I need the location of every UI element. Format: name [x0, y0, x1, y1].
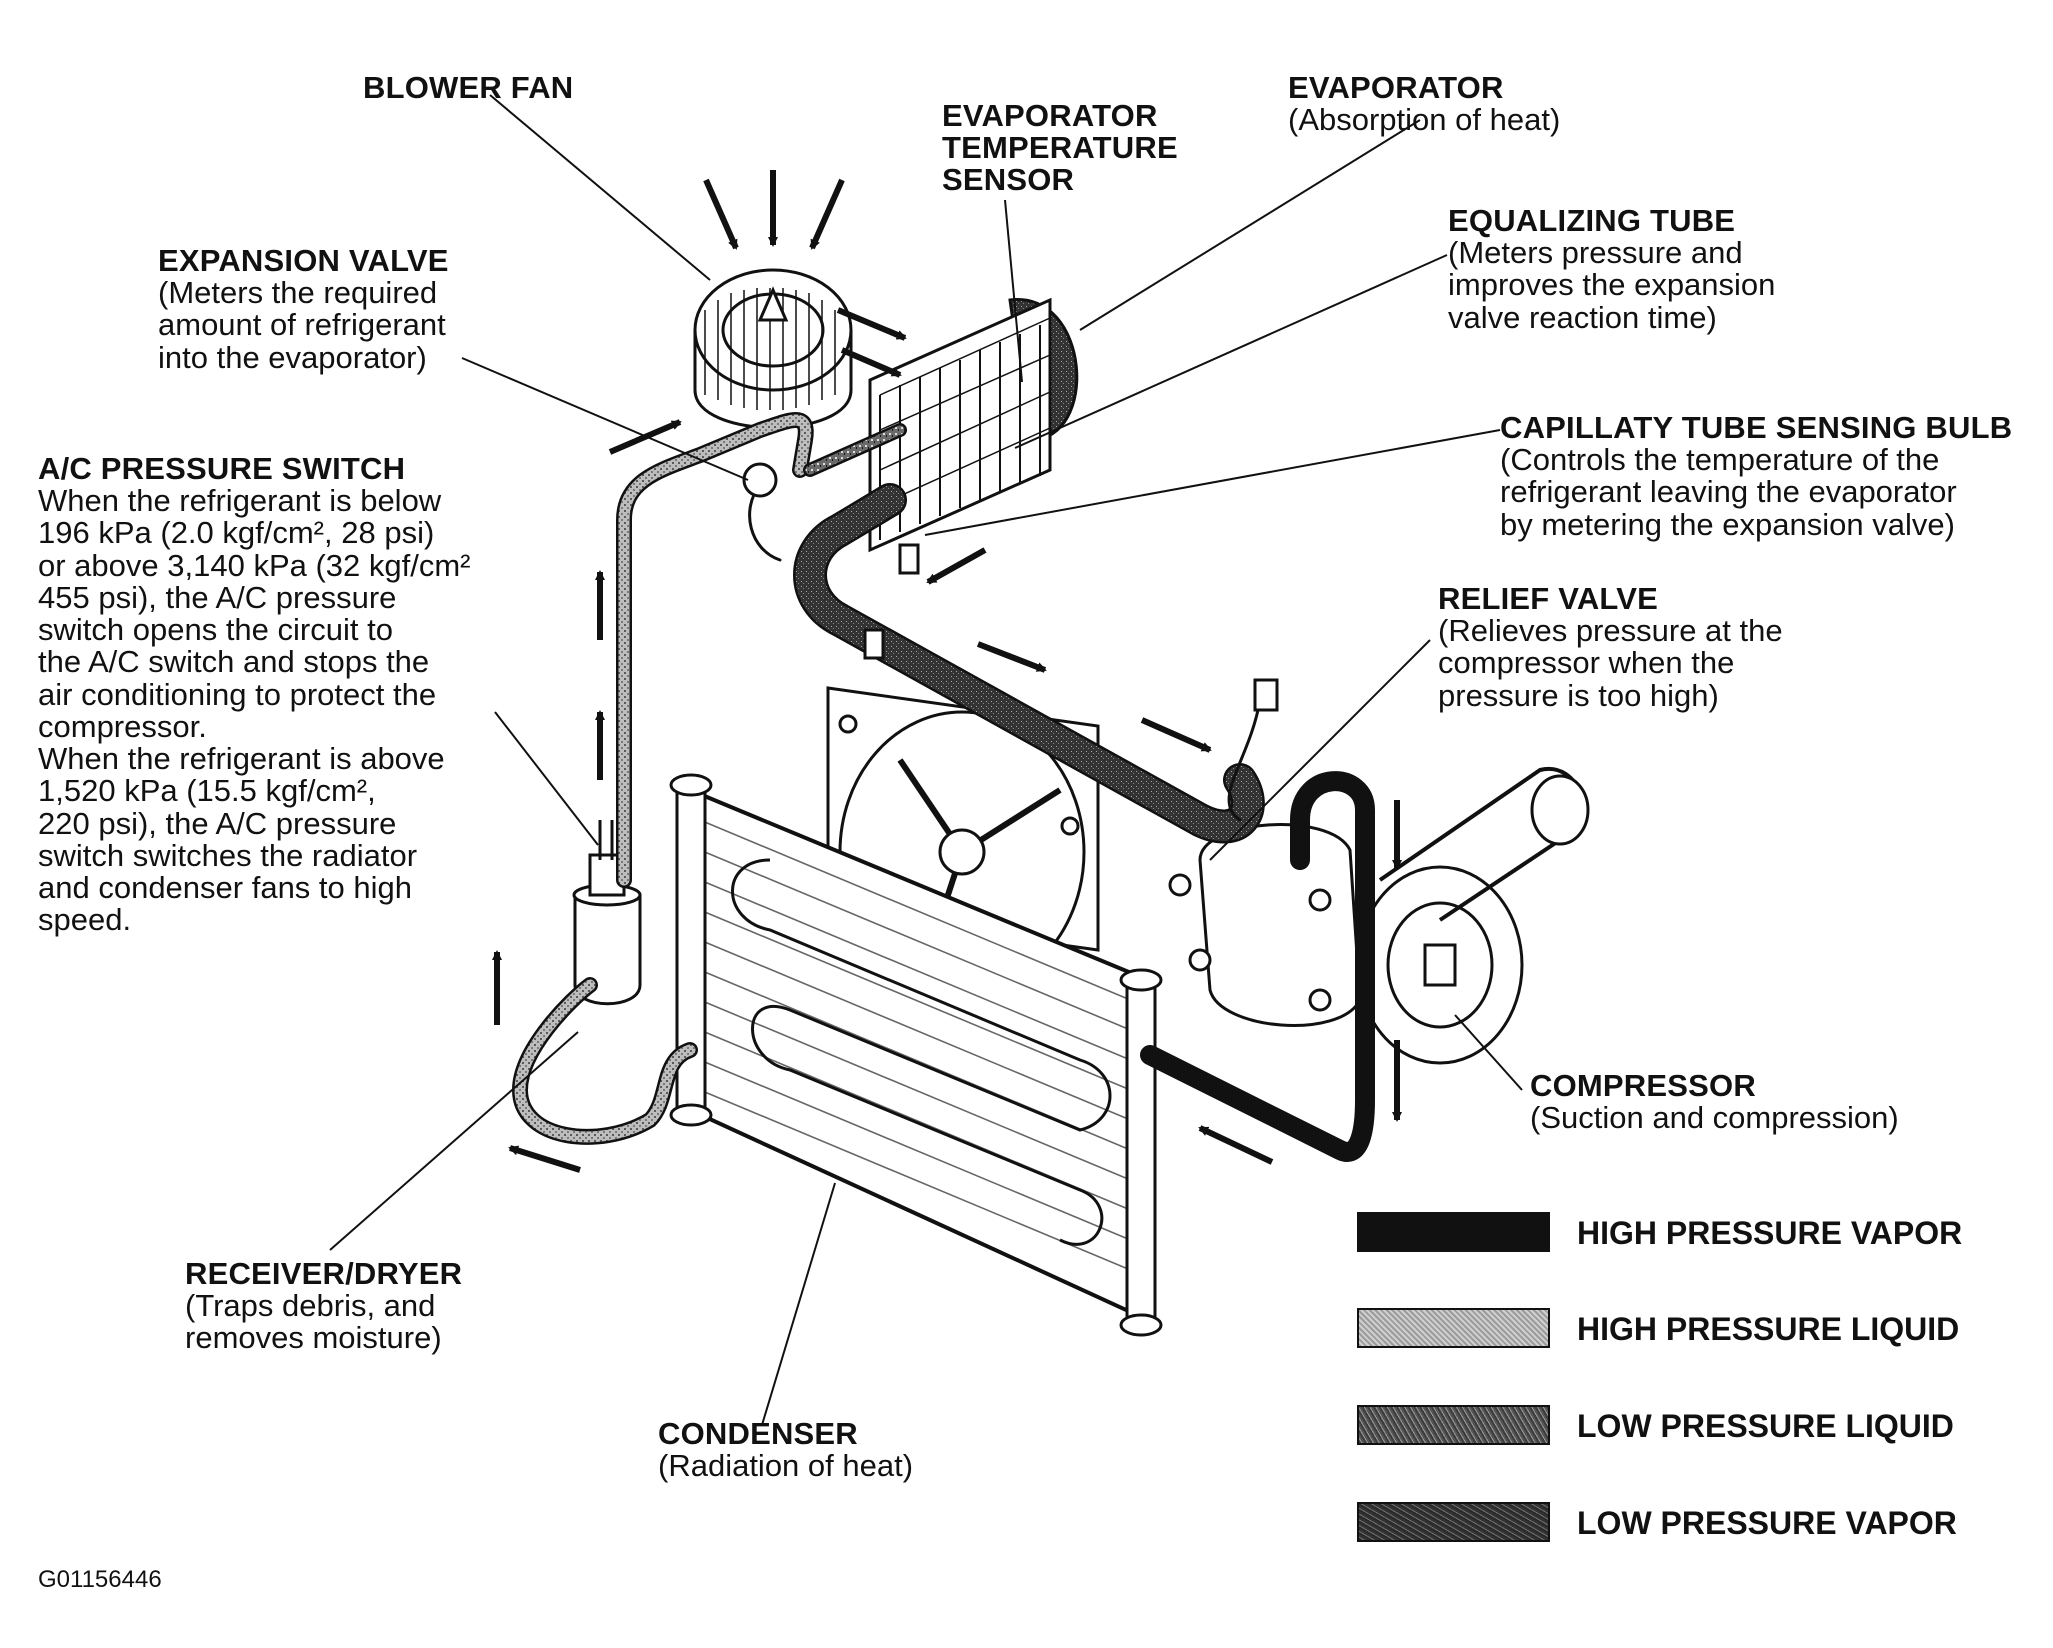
label-equalizing-tube-title: EQUALIZING TUBE	[1448, 203, 1736, 238]
legend-label: HIGH PRESSURE LIQUID	[1577, 1311, 1960, 1347]
compressor-unit	[1168, 766, 1590, 1065]
label-receiver-dryer-desc: (Traps debris, and removes moisture)	[185, 1288, 442, 1356]
label-capillary-tube-sensing-bulb-title: CAPILLATY TUBE SENSING BULB	[1500, 410, 2013, 445]
legend-swatch-high-pressure-liquid	[1357, 1308, 1550, 1348]
receiver-dryer-unit	[572, 820, 642, 1006]
legend-swatch-low-pressure-vapor	[1357, 1502, 1550, 1542]
legend-label: LOW PRESSURE VAPOR	[1577, 1505, 1957, 1541]
label-capillary-tube-sensing-bulb-desc: (Controls the temperature of the refrige…	[1500, 442, 1957, 542]
label-capillary-tube-sensing-bulb: CAPILLATY TUBE SENSING BULB (Controls th…	[1500, 410, 2013, 542]
label-expansion-valve: EXPANSION VALVE (Meters the required amo…	[158, 243, 449, 375]
legend-item-high-pressure-vapor: HIGH PRESSURE VAPOR	[1357, 1212, 1962, 1256]
label-ac-pressure-switch-desc: When the refrigerant is below 196 kPa (2…	[38, 483, 471, 938]
label-evaporator: EVAPORATOR (Absorption of heat)	[1288, 70, 1561, 138]
evaporator-unit	[868, 297, 1079, 553]
label-blower-fan-title: BLOWER FAN	[363, 70, 574, 105]
legend-swatch-low-pressure-liquid	[1357, 1405, 1550, 1445]
label-compressor-desc: (Suction and compression)	[1530, 1100, 1899, 1136]
legend-item-high-pressure-liquid: HIGH PRESSURE LIQUID	[1357, 1308, 1960, 1352]
label-receiver-dryer-title: RECEIVER/DRYER	[185, 1256, 463, 1291]
label-equalizing-tube: EQUALIZING TUBE (Meters pressure and imp…	[1448, 203, 1776, 335]
label-ac-pressure-switch: A/C PRESSURE SWITCH When the refrigerant…	[38, 451, 471, 938]
legend-label: LOW PRESSURE LIQUID	[1577, 1408, 1954, 1444]
label-evaporator-title: EVAPORATOR	[1288, 70, 1504, 105]
leader-lines	[329, 94, 1523, 1426]
label-relief-valve: RELIEF VALVE (Relieves pressure at the c…	[1438, 581, 1783, 713]
refrigerant-lines	[511, 412, 1375, 1162]
legend-swatch-high-pressure-vapor	[1357, 1212, 1550, 1252]
label-relief-valve-title: RELIEF VALVE	[1438, 581, 1658, 616]
label-condenser-title: CONDENSER	[658, 1416, 858, 1451]
label-equalizing-tube-desc: (Meters pressure and improves the expans…	[1448, 235, 1776, 335]
legend-item-low-pressure-liquid: LOW PRESSURE LIQUID	[1357, 1405, 1957, 1449]
label-ac-pressure-switch-title: A/C PRESSURE SWITCH	[38, 451, 406, 486]
figure-code: G01156446	[38, 1566, 162, 1593]
label-condenser: CONDENSER (Radiation of heat)	[658, 1416, 914, 1484]
flow-arrows	[492, 170, 1402, 1173]
blower-fan-unit	[693, 268, 853, 429]
label-relief-valve-desc: (Relieves pressure at the compressor whe…	[1438, 613, 1783, 713]
legend-label: HIGH PRESSURE VAPOR	[1577, 1215, 1963, 1251]
label-expansion-valve-desc: (Meters the required amount of refrigera…	[158, 275, 446, 375]
label-evaporator-temperature-sensor-title: EVAPORATOR TEMPERATURE SENSOR	[942, 98, 1178, 198]
label-evaporator-desc: (Absorption of heat)	[1288, 102, 1561, 138]
condenser-fins	[699, 819, 1141, 1275]
label-blower-fan: BLOWER FAN	[363, 70, 574, 105]
label-expansion-valve-title: EXPANSION VALVE	[158, 243, 449, 278]
label-condenser-desc: (Radiation of heat)	[658, 1448, 914, 1484]
label-compressor: COMPRESSOR (Suction and compression)	[1530, 1068, 1899, 1136]
label-compressor-title: COMPRESSOR	[1530, 1068, 1756, 1103]
label-receiver-dryer: RECEIVER/DRYER (Traps debris, and remove…	[185, 1256, 463, 1356]
legend-item-low-pressure-vapor: LOW PRESSURE VAPOR	[1357, 1502, 1957, 1546]
label-evaporator-temperature-sensor: EVAPORATOR TEMPERATURE SENSOR	[942, 98, 1178, 198]
